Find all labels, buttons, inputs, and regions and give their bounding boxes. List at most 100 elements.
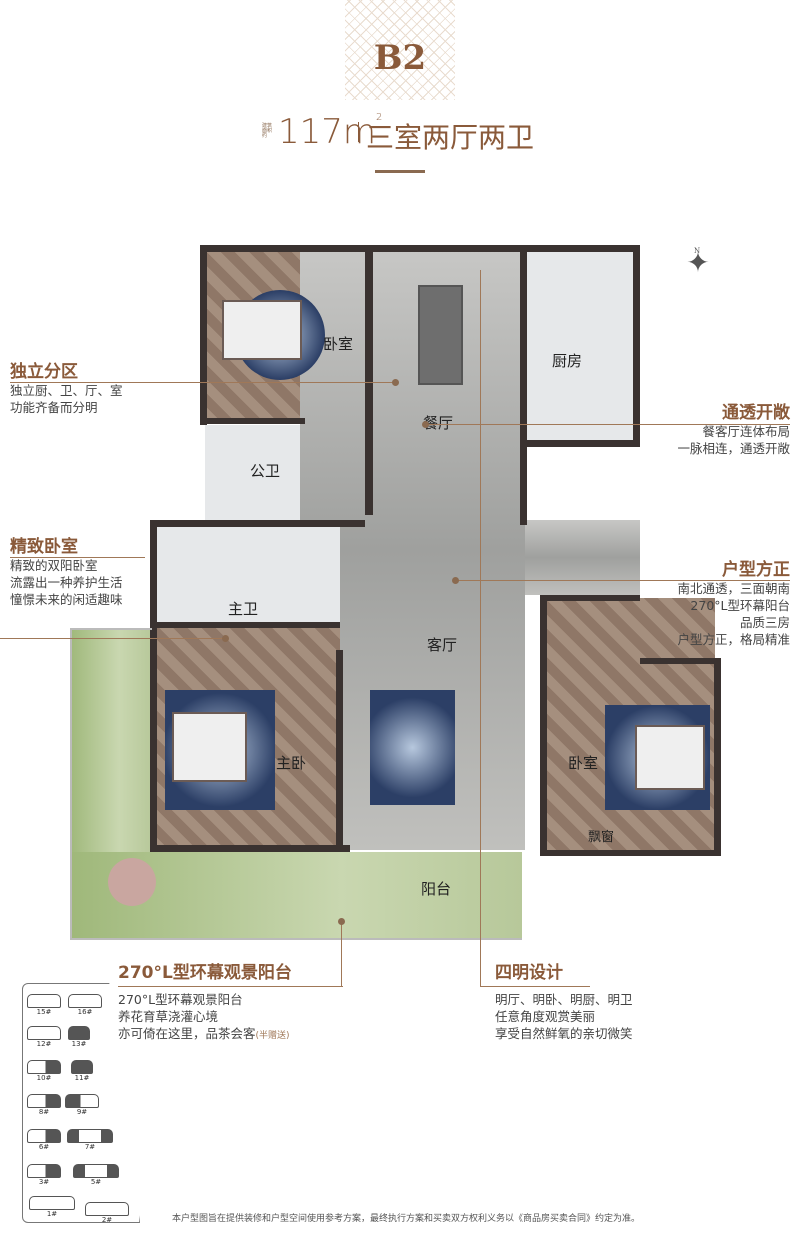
room-label: 主卧	[276, 754, 307, 772]
master-bath	[155, 525, 340, 625]
callout-title: 精致卧室	[10, 537, 78, 557]
building: 7#	[67, 1129, 113, 1151]
callout-text: 任意角度观赏美丽	[495, 1009, 596, 1024]
building: 5#	[73, 1164, 119, 1186]
wall	[336, 650, 343, 850]
callout-open: 通透开敞 餐客厅连体布局 一脉相连，通透开敞	[665, 398, 790, 457]
room-label: 厨房	[552, 352, 583, 370]
unit-badge: B2	[345, 0, 455, 100]
wall	[200, 245, 207, 425]
callout-four-bright: 四明设计 明厅、明卧、明厨、明卫 任意角度观赏美丽 享受自然鲜氧的亲切微笑	[495, 958, 633, 1042]
callout-text: 享受自然鲜氧的亲切微笑	[495, 1026, 633, 1041]
kitchen	[525, 250, 640, 440]
wall	[150, 845, 350, 852]
room-label: 餐厅	[423, 414, 454, 432]
building: 3#	[27, 1164, 61, 1186]
callout-square: 户型方正 南北通透，三面朝南 270°L型环幕阳台 品质三房 户型方正，格局精准	[650, 555, 790, 648]
room-label: 阳台	[421, 880, 452, 898]
room-label: 卧室	[323, 335, 354, 353]
room-label: 主卫	[228, 600, 259, 618]
area-value: 117m	[278, 112, 377, 152]
building: 11#	[71, 1060, 93, 1082]
callout-dot	[338, 918, 345, 925]
entry	[525, 520, 640, 595]
callout-dot	[422, 421, 429, 428]
callout-text: 精致的双阳卧室	[10, 558, 98, 573]
building: 2#	[85, 1202, 129, 1223]
building: 13#	[68, 1026, 90, 1048]
callout-text: 南北通透，三面朝南	[677, 581, 790, 596]
callout-text: 亦可倚在这里，品茶会客	[118, 1026, 256, 1041]
wall	[520, 440, 640, 447]
wall	[520, 245, 527, 445]
rug-living	[370, 690, 455, 805]
callout-bedroom: 精致卧室 精致的双阳卧室 流露出一种养护生活 憧憬未来的闲适趣味	[10, 532, 123, 608]
building: 15#	[27, 994, 61, 1016]
dining-table	[418, 285, 463, 385]
room-label: 飘窗	[588, 830, 615, 845]
callout-line	[118, 986, 343, 987]
balcony-rail	[70, 938, 522, 940]
callout-line	[425, 424, 790, 425]
callout-title: 四明设计	[495, 963, 563, 983]
callout-text: 独立厨、卫、厅、室	[10, 383, 123, 398]
bed-master	[172, 712, 247, 782]
callout-note: (半赠送)	[255, 1031, 290, 1041]
callout-text: 品质三房	[739, 615, 790, 630]
callout-title: 户型方正	[722, 560, 790, 580]
room-label: 客厅	[427, 636, 458, 654]
building: 16#	[68, 994, 102, 1016]
callout-title: 270°L型环幕观景阳台	[118, 963, 292, 983]
bed-nw	[222, 300, 302, 360]
callout-text: 270°L型环幕阳台	[690, 598, 790, 613]
wall	[540, 850, 720, 856]
wall	[150, 520, 157, 850]
room-label: 卧室	[568, 754, 599, 772]
building: 1#	[29, 1196, 75, 1218]
wall	[150, 622, 340, 628]
callout-dot	[452, 577, 459, 584]
wall	[365, 245, 373, 515]
room-label: 公卫	[250, 462, 281, 480]
callout-text: 明厅、明卧、明厨、明卫	[495, 992, 633, 1007]
callout-text: 憧憬未来的闲适趣味	[10, 592, 123, 607]
wall	[540, 595, 547, 855]
callout-balcony: 270°L型环幕观景阳台 270°L型环幕观景阳台 养花育草浇灌心境 亦可倚在这…	[118, 958, 292, 1045]
callout-text: 养花育草浇灌心境	[118, 1009, 219, 1024]
callout-line	[480, 270, 481, 986]
area-note: 建筑面积约	[262, 123, 273, 139]
unit-area: 117m2	[278, 112, 382, 152]
bed-se	[635, 725, 705, 790]
public-bath	[205, 425, 300, 520]
unit-code: B2	[373, 38, 427, 78]
callout-text: 流露出一种养护生活	[10, 575, 123, 590]
callout-title: 独立分区	[10, 362, 78, 382]
wall	[520, 445, 527, 525]
building: 12#	[27, 1026, 61, 1048]
wall	[200, 245, 640, 252]
disclaimer: 本户型图旨在提供装修和户型空间使用参考方案，最终执行方案和买卖双方权利义务以《商…	[172, 1214, 641, 1224]
callout-text: 餐客厅连体布局	[702, 424, 790, 439]
callout-independent-zones: 独立分区 独立厨、卫、厅、室 功能齐备而分明	[10, 357, 123, 416]
callout-text: 户型方正，格局精准	[677, 632, 790, 647]
callout-line	[10, 382, 395, 383]
callout-text: 270°L型环幕观景阳台	[118, 992, 243, 1007]
wall	[200, 418, 305, 424]
callout-line	[480, 986, 590, 987]
callout-line	[341, 920, 342, 986]
callout-line	[0, 638, 225, 639]
area-unit-sup: 2	[376, 112, 383, 123]
building: 9#	[65, 1094, 99, 1116]
callout-line	[10, 557, 145, 558]
building: 8#	[27, 1094, 61, 1116]
wall	[640, 658, 720, 664]
callout-dot	[392, 379, 399, 386]
layout-type: 三室两厅两卫	[366, 121, 535, 154]
wall	[714, 658, 721, 856]
building: 10#	[27, 1060, 61, 1082]
wall	[540, 595, 640, 601]
callout-text: 一脉相连，通透开敞	[677, 441, 790, 456]
wall	[633, 245, 640, 445]
compass-icon: N✦	[680, 245, 716, 281]
